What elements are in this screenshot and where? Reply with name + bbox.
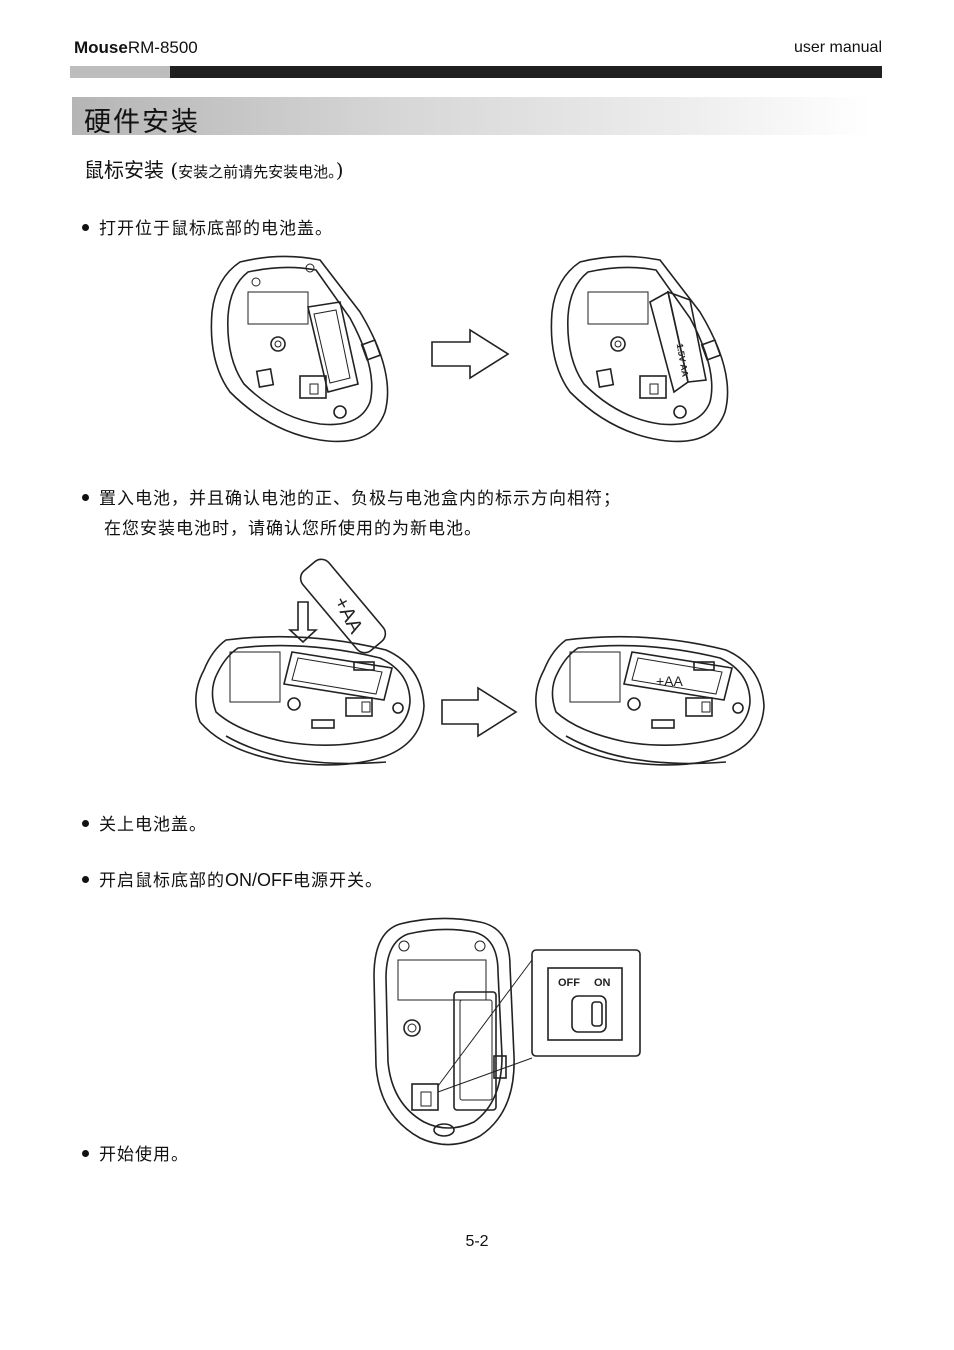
install-heading: 鼠标安装 (安装之前请先安装电池。) — [84, 158, 344, 182]
figure-power-switch: OFF ON — [373, 917, 641, 1146]
arrow-right-icon — [431, 328, 510, 380]
bullet-icon — [82, 876, 89, 883]
page-number: 5-2 — [465, 1233, 489, 1250]
step-start-use: 开始使用。 — [82, 1140, 189, 1165]
step-insert-battery: 置入电池，并且确认电池的正、负极与电池盒内的标示方向相符； — [82, 484, 621, 509]
step-power-switch: 开启鼠标底部的ON/OFF电源开关。 — [82, 866, 383, 891]
figure-open-cover: 1.5V AA — [210, 255, 729, 443]
header-manual-label: user manual — [793, 39, 882, 56]
header-model-name: MouseRM-8500 — [74, 38, 198, 57]
bullet-icon — [82, 494, 89, 501]
step-open-cover: 打开位于鼠标底部的电池盖。 — [82, 214, 333, 239]
battery-side-label: 1.5V AA — [675, 343, 691, 378]
section-title-band — [72, 97, 872, 135]
mouse-bottom-closed — [210, 255, 389, 443]
figure-insert-battery: +AA +AA — [195, 558, 765, 766]
mouse-bottom-switch — [373, 917, 515, 1146]
switch-off-label: OFF — [558, 977, 580, 989]
bullet-icon — [82, 1150, 89, 1157]
power-switch-icon — [571, 995, 607, 1033]
mouse-battery-inserted: +AA — [535, 635, 765, 766]
switch-on-label: ON — [594, 977, 611, 989]
power-switch-callout: OFF ON — [531, 949, 641, 1057]
section-title: 硬件安装 — [84, 107, 200, 138]
step-close-cover: 关上电池盖。 — [82, 810, 207, 835]
mouse-bottom-open: 1.5V AA — [550, 255, 729, 443]
bullet-icon — [82, 224, 89, 231]
svg-text:+AA: +AA — [656, 673, 684, 689]
arrow-down-icon — [287, 601, 319, 644]
step-insert-battery-note: 在您安装电池时，请确认您所使用的为新电池。 — [104, 519, 482, 539]
bullet-icon — [82, 820, 89, 827]
svg-text:+AA: +AA — [329, 593, 367, 638]
header-rule — [170, 66, 882, 78]
arrow-right-icon — [441, 686, 518, 738]
mouse-battery-compartment — [195, 635, 425, 766]
header-rule-accent — [70, 66, 170, 78]
